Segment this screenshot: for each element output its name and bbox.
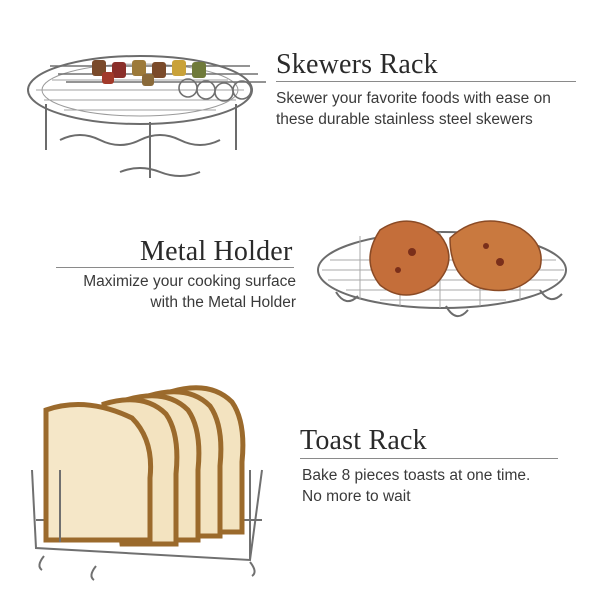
metal-holder-divider <box>56 267 294 268</box>
skewers-rack-line-1: Skewer your favorite foods with ease on <box>276 90 551 107</box>
toast-rack-photo <box>31 385 263 581</box>
metal-holder-description: Maximize your cooking surface with the M… <box>40 271 296 313</box>
metal-holder-line-1: Maximize your cooking surface <box>83 273 296 290</box>
metal-holder-photo <box>317 220 567 317</box>
toast-rack-line-2: No more to wait <box>302 488 411 505</box>
toast-rack-title: Toast Rack <box>300 425 427 456</box>
skewers-rack-description: Skewer your favorite foods with ease on … <box>276 88 551 130</box>
skewers-rack-divider <box>276 81 576 82</box>
skewers-rack-photo <box>27 55 266 178</box>
toast-rack-divider <box>300 458 558 459</box>
metal-holder-title: Metal Holder <box>140 236 293 267</box>
skewers-rack-title: Skewers Rack <box>276 49 438 80</box>
metal-holder-line-2: with the Metal Holder <box>150 294 296 311</box>
skewers-rack-line-2: these durable stainless steel skewers <box>276 111 533 128</box>
toast-rack-line-1: Bake 8 pieces toasts at one time. <box>302 467 531 484</box>
toast-rack-description: Bake 8 pieces toasts at one time. No mor… <box>302 465 530 507</box>
